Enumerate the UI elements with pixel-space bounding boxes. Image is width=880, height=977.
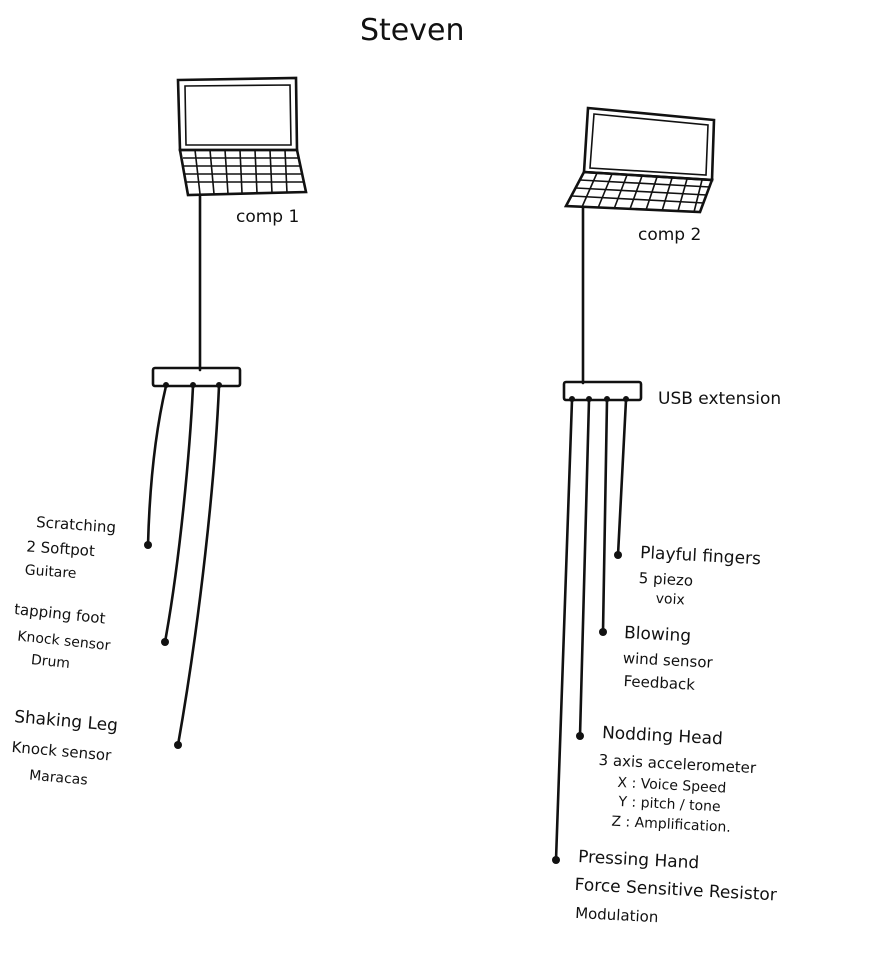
- sensor-dot-scratching: [144, 541, 152, 549]
- sensor-name: Shaking Leg: [13, 707, 118, 736]
- sensor-output: Feedback: [623, 672, 696, 694]
- sensor-type: Force Sensitive Resistor: [574, 875, 777, 906]
- diagram-title: Steven: [360, 13, 465, 48]
- wire-pressing-hand: [554, 398, 574, 862]
- sensor-dot-tapping-foot: [161, 638, 169, 646]
- comp1-label: comp 1: [236, 207, 299, 227]
- sensor-label-scratching: Scratching 2 Softpot Guitare: [24, 513, 117, 582]
- sensor-dot-playful-fingers: [614, 551, 622, 559]
- sensor-dot-pressing-hand: [552, 856, 560, 864]
- axis-z-mapping: Z : Amplification.: [611, 814, 731, 836]
- sensor-label-blowing: Blowing wind sensor Feedback: [622, 623, 714, 694]
- sensor-name: Playful fingers: [640, 543, 762, 569]
- sensor-label-shaking-leg: Shaking Leg Knock sensor Maracas: [11, 707, 119, 789]
- laptop-icon-comp1: [176, 76, 308, 197]
- wire-shaking-leg: [176, 384, 221, 747]
- wire-playful-fingers: [616, 398, 628, 557]
- sensor-type: 2 Softpot: [26, 537, 96, 560]
- sensor-dot-blowing: [599, 628, 607, 636]
- sensor-output: Drum: [30, 652, 71, 672]
- wire-scratching: [146, 384, 168, 547]
- sensor-label-tapping-foot: tapping foot Knock sensor Drum: [13, 600, 112, 672]
- axis-x-mapping: X : Voice Speed: [617, 775, 727, 797]
- sensor-name: tapping foot: [13, 600, 106, 627]
- wire-nodding-head: [578, 398, 591, 738]
- sensor-output: Maracas: [29, 768, 89, 789]
- sensor-output: Modulation: [575, 904, 659, 926]
- axis-y-mapping: Y : pitch / tone: [617, 794, 721, 815]
- usb-extension-label: USB extension: [658, 389, 781, 409]
- sensor-dot-shaking-leg: [174, 741, 182, 749]
- sensor-label-pressing-hand: Pressing Hand Force Sensitive Resistor M…: [574, 847, 777, 926]
- wire-tapping-foot: [163, 384, 195, 644]
- sensor-type: Knock sensor: [11, 738, 113, 765]
- sensor-label-nodding-head: Nodding Head 3 axis accelerometer X : Vo…: [598, 723, 757, 836]
- sensor-output: voix: [655, 591, 685, 608]
- wire-blowing: [601, 398, 609, 634]
- sensor-type: Knock sensor: [17, 629, 112, 655]
- laptop-icon-comp2: [563, 106, 716, 214]
- sensor-dot-nodding-head: [576, 732, 584, 740]
- sensor-type: 5 piezo: [638, 569, 693, 590]
- sensor-type: wind sensor: [622, 649, 714, 672]
- comp2-label: comp 2: [638, 225, 701, 245]
- sensor-output: Guitare: [24, 562, 77, 582]
- usb-hub-icon-right: [562, 380, 643, 402]
- sensor-name: Scratching: [36, 513, 117, 537]
- sensor-name: Pressing Hand: [578, 847, 700, 873]
- sensor-name: Blowing: [624, 623, 692, 646]
- sensor-label-playful-fingers: Playful fingers 5 piezo voix: [638, 543, 762, 608]
- sensor-name: Nodding Head: [602, 723, 724, 749]
- sensor-type: 3 axis accelerometer: [598, 751, 757, 777]
